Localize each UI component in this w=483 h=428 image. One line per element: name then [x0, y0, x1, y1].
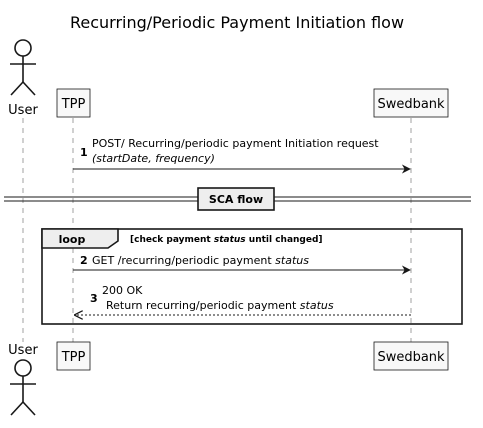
message-2-text: GET /recurring/periodic payment status	[92, 254, 309, 267]
message-1-number: 1	[80, 146, 88, 159]
message-2-number: 2	[80, 254, 88, 267]
message-3-line2: Return recurring/periodic payment status	[106, 299, 334, 312]
diagram-title: Recurring/Periodic Payment Initiation fl…	[70, 13, 404, 32]
message-2: 2 GET /recurring/periodic payment status	[73, 254, 411, 275]
participant-bank-top: Swedbank	[373, 88, 449, 118]
message-1-line2: (startDate, frequency)	[92, 152, 215, 165]
actor-user-bottom: User	[8, 343, 38, 416]
participant-tpp-label: TPP	[61, 97, 86, 112]
message-3-line1: 200 OK	[102, 284, 143, 297]
actor-user-icon	[10, 39, 36, 96]
message-3-number: 3	[90, 292, 98, 305]
participant-tpp-bottom: TPP	[56, 341, 91, 371]
loop-condition: [check payment status until changed]	[130, 235, 323, 245]
loop-label: loop	[59, 233, 86, 246]
divider-sca-flow: SCA flow	[4, 187, 471, 211]
message-1: 1 POST/ Recurring/periodic payment Initi…	[73, 137, 411, 174]
participant-tpp-bottom-label: TPP	[61, 350, 86, 365]
message-3: 3 200 OK Return recurring/periodic payme…	[75, 284, 411, 315]
participant-bank-bottom-label: Swedbank	[377, 350, 445, 365]
divider-label: SCA flow	[209, 193, 263, 206]
participant-bank-bottom: Swedbank	[373, 341, 449, 371]
actor-user-top: User	[8, 39, 38, 118]
participant-tpp-top: TPP	[56, 88, 91, 118]
message-1-line1: POST/ Recurring/periodic payment Initiat…	[92, 137, 379, 150]
actor-user-bottom-label: User	[8, 343, 38, 358]
participant-bank-label: Swedbank	[377, 97, 445, 112]
actor-user-label: User	[8, 103, 38, 118]
loop-frame: loop [check payment status until changed…	[41, 228, 463, 325]
actor-user-bottom-icon	[10, 359, 36, 416]
